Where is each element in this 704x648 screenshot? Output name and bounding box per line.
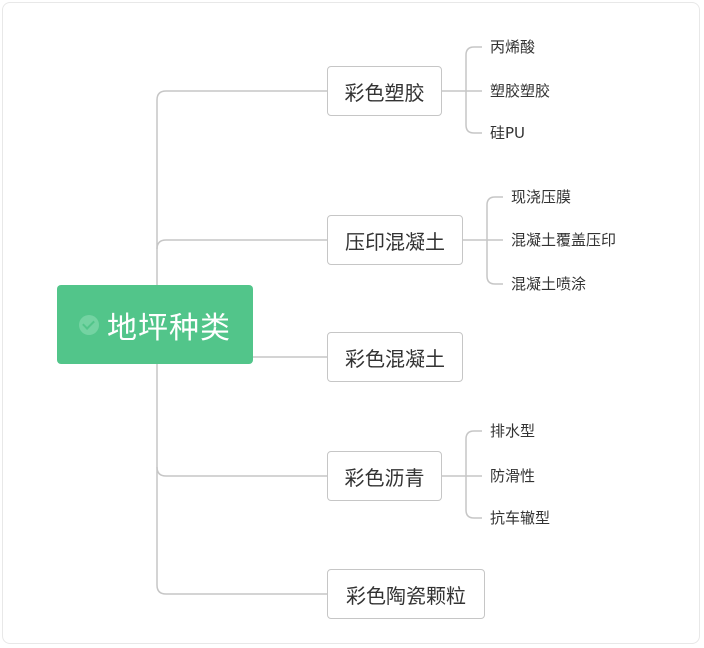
link-branch-2 (156, 239, 327, 250)
branch-node-3[interactable]: 彩色混凝土 (327, 332, 463, 382)
leaf-node[interactable]: 塑胶塑胶 (490, 82, 551, 100)
branch-node-4[interactable]: 彩色沥青 (327, 451, 442, 501)
link-leaf-4-3 (465, 476, 482, 519)
root-node[interactable]: 地坪种类 (57, 285, 253, 364)
branch-node-2[interactable]: 压印混凝土 (327, 215, 463, 265)
leaf-node[interactable]: 混凝土喷涂 (511, 275, 587, 293)
leaf-node[interactable]: 抗车辙型 (490, 509, 551, 527)
trunk-line (156, 90, 327, 285)
branch-label: 压印混凝土 (345, 229, 445, 254)
branch-node-1[interactable]: 彩色塑胶 (327, 66, 442, 116)
link-leaf-2-3 (486, 240, 503, 285)
leaf-node[interactable]: 现浇压膜 (511, 188, 572, 206)
leaf-node[interactable]: 硅PU (490, 124, 526, 142)
link-branch-4 (156, 466, 327, 477)
branch-label: 彩色混凝土 (345, 346, 445, 371)
link-leaf-1-3 (465, 91, 482, 134)
link-leaf-1-1 (442, 46, 482, 92)
link-leaf-4-1 (442, 430, 482, 477)
check-circle-icon (79, 314, 99, 335)
leaf-node[interactable]: 丙烯酸 (490, 38, 536, 56)
link-leaf-2-1 (463, 196, 503, 241)
root-label: 地坪种类 (107, 310, 231, 346)
leaf-node[interactable]: 排水型 (490, 422, 536, 440)
leaf-node[interactable]: 防滑性 (490, 467, 536, 485)
trunk-line-lower (156, 364, 327, 595)
leaf-node[interactable]: 混凝土覆盖压印 (511, 231, 617, 249)
branch-node-5[interactable]: 彩色陶瓷颗粒 (327, 569, 485, 619)
branch-label: 彩色沥青 (344, 465, 425, 490)
branch-label: 彩色塑胶 (344, 80, 425, 105)
branch-label: 彩色陶瓷颗粒 (346, 583, 466, 608)
